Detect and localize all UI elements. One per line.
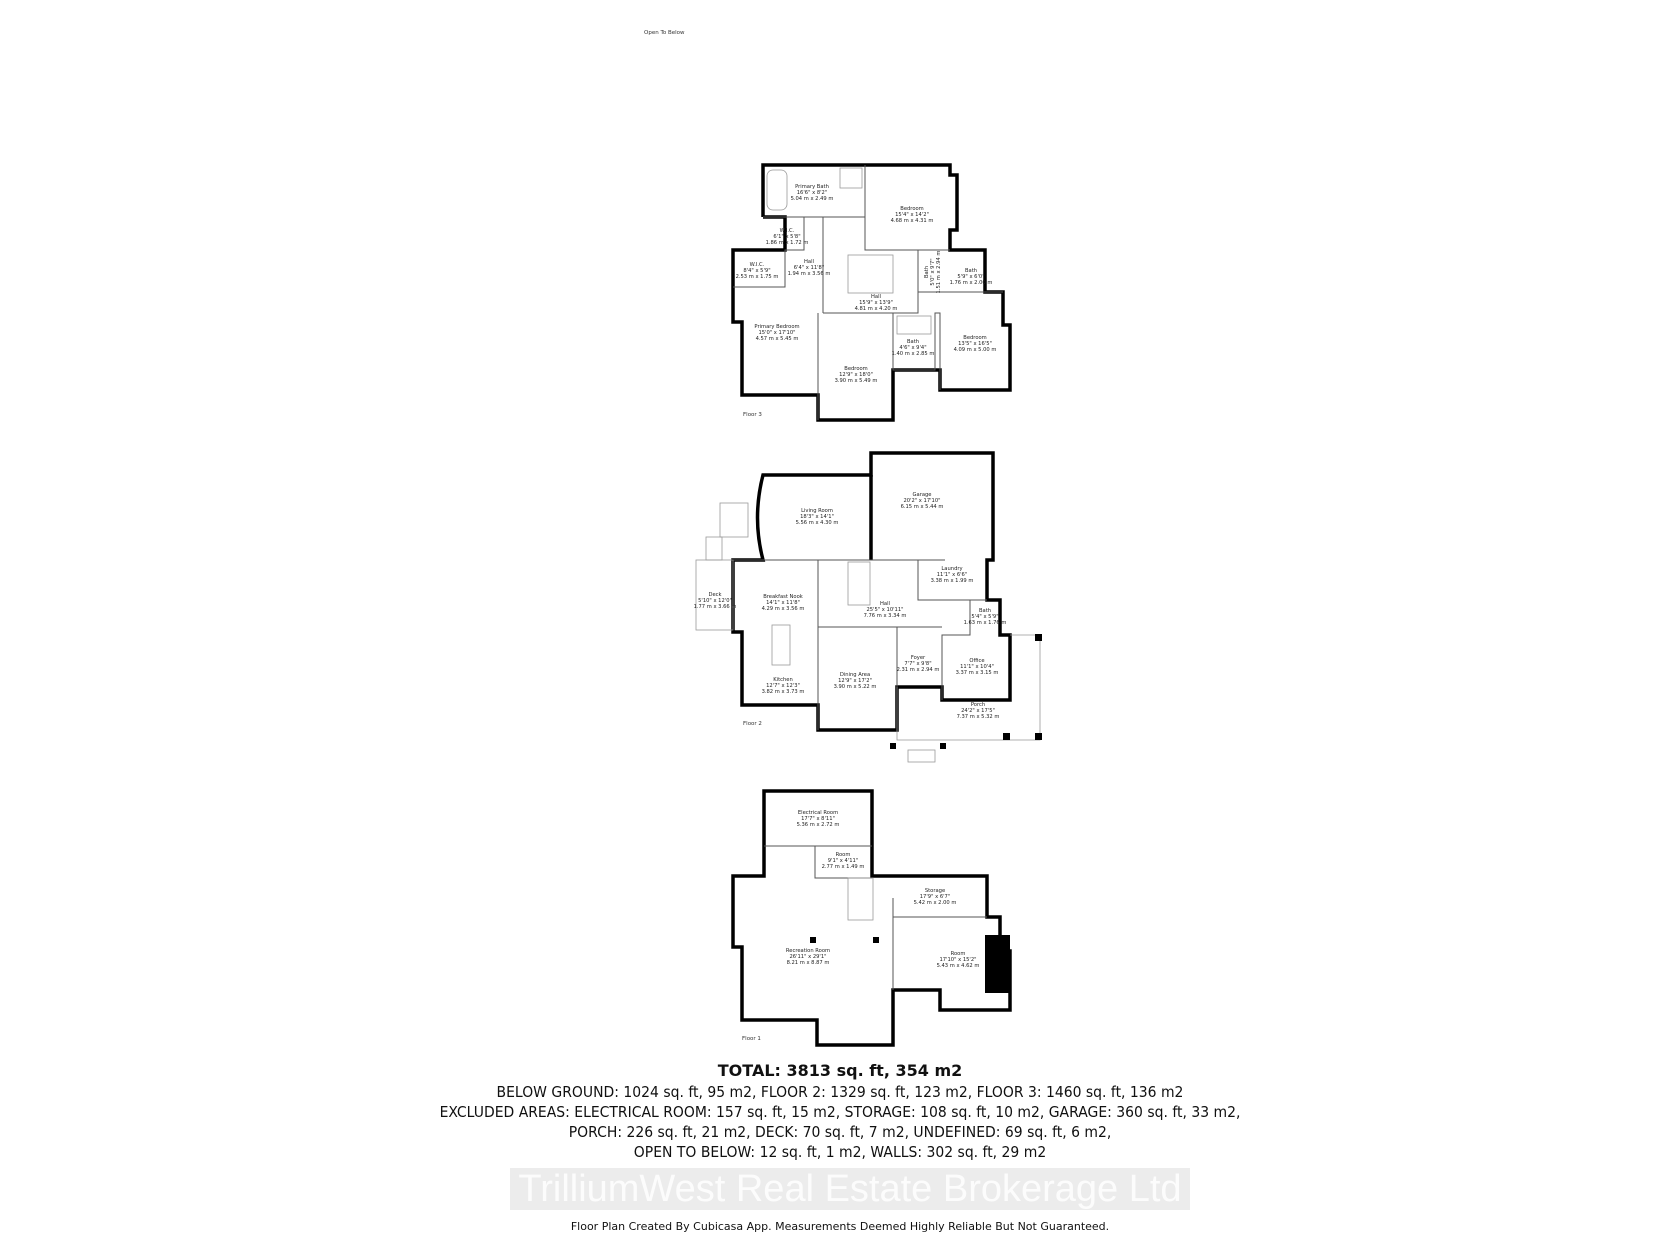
staircase: [847, 877, 874, 921]
entry-steps: [907, 749, 936, 763]
deck-landing: [719, 502, 749, 538]
porch-column: [1035, 634, 1042, 641]
area-summary-line: BELOW GROUND: 1024 sq. ft, 95 m2, FLOOR …: [496, 1083, 1184, 1101]
porch-column: [890, 743, 896, 749]
wall: [917, 560, 987, 601]
room-label: Bath5'0" x 9'7"1.51 m x 2.94 m: [924, 251, 942, 294]
wall: [733, 217, 805, 288]
area-summary-line: EXCLUDED AREAS: ELECTRICAL ROOM: 157 sq.…: [439, 1103, 1241, 1121]
support-column: [873, 937, 879, 943]
shower: [896, 315, 932, 335]
wall: [892, 312, 941, 390]
chimney: [985, 935, 1010, 993]
room-label: W.I.C.8'4" x 5'9"2.53 m x 1.75 m: [736, 262, 779, 280]
total-area: TOTAL: 3813 sq. ft, 354 m2: [717, 1061, 963, 1080]
brokerage-watermark: TrilliumWest Real Estate Brokerage Ltd: [510, 1168, 1190, 1210]
wall: [864, 165, 950, 251]
floor-1-label: Floor 1: [742, 1036, 761, 1042]
wall: [823, 292, 919, 314]
wall: [941, 600, 971, 700]
floor-2-label: Floor 2: [743, 721, 762, 727]
area-summary-line: OPEN TO BELOW: 12 sq. ft, 1 m2, WALLS: 3…: [633, 1143, 1047, 1161]
porch-column: [1035, 733, 1042, 740]
floor-3-label: Floor 3: [743, 412, 762, 418]
area-summary-line: PORCH: 226 sq. ft, 21 m2, DECK: 70 sq. f…: [568, 1123, 1112, 1141]
disclaimer-footer: Floor Plan Created By Cubicasa App. Meas…: [570, 1220, 1110, 1233]
kitchen-island: [771, 624, 791, 666]
bathtub: [766, 169, 788, 211]
support-column: [810, 937, 816, 943]
porch-column: [940, 743, 946, 749]
deck-stairs: [705, 536, 723, 561]
floor-3-outer-wall: [731, 163, 1012, 422]
floor-1-outer-wall: [731, 789, 1012, 1047]
porch-column: [1003, 733, 1010, 740]
staircase: [847, 254, 894, 294]
shower: [839, 167, 863, 189]
room-label: W.I.C.6'1" x 5'8"1.86 m x 1.72 m: [766, 228, 809, 246]
open-to-below-label: Open To Below: [644, 30, 685, 36]
staircase: [847, 561, 871, 606]
